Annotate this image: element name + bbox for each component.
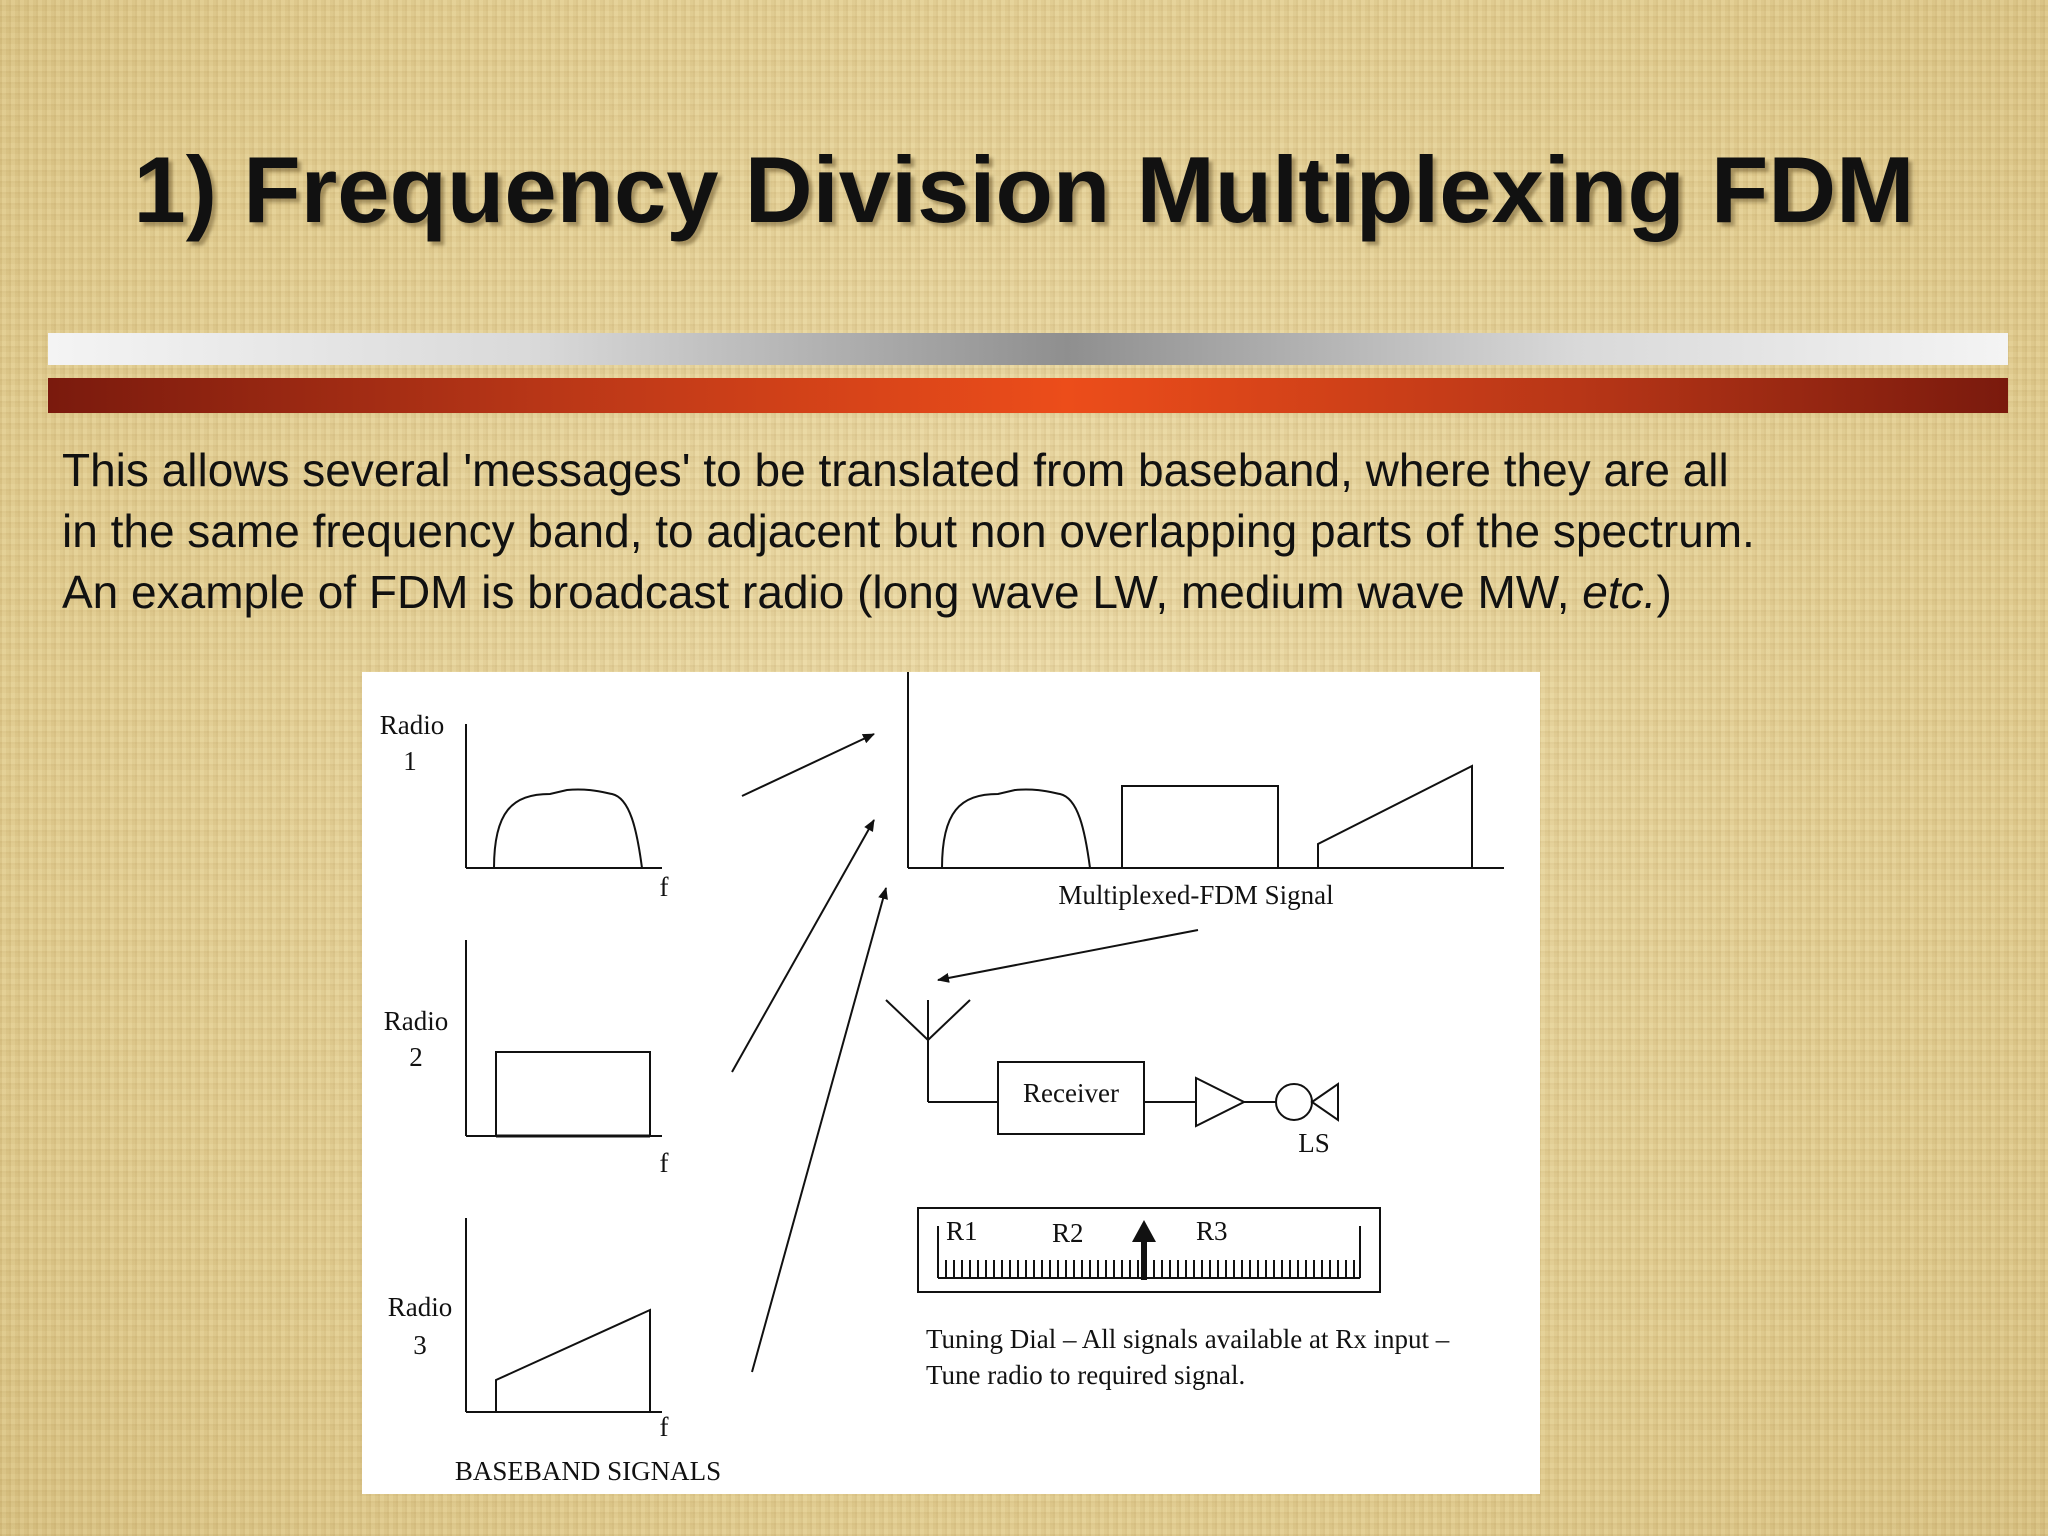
arrow-radio3-to-mux xyxy=(751,887,888,1373)
body-line-1: This allows several 'messages' to be tra… xyxy=(62,444,1729,496)
body-line-3-prefix: An example of FDM is broadcast radio (lo… xyxy=(62,566,1583,618)
dial-label-r2: R2 xyxy=(1052,1218,1084,1248)
arrow-radio2-to-mux xyxy=(731,819,875,1073)
amplifier-icon xyxy=(1195,1076,1247,1128)
receiver-box xyxy=(997,1061,1145,1135)
loudspeaker-label: LS xyxy=(1298,1128,1330,1158)
radio3-spectrum-plot xyxy=(465,1218,662,1413)
body-line-2: in the same frequency band, to adjacent … xyxy=(62,505,1755,557)
radio1-spectrum-plot xyxy=(465,724,662,869)
radio3-freq-label: f xyxy=(660,1412,669,1442)
divider-silver-bar xyxy=(48,333,2008,365)
fdm-diagram: Radio 1 Radio 2 Radio 3 f f f BASEBAND S… xyxy=(362,672,1540,1494)
body-line-3-suffix: ) xyxy=(1656,566,1672,618)
radio2-freq-label: f xyxy=(660,1148,669,1178)
arrow-radio1-to-mux xyxy=(741,733,875,797)
multiplexed-caption: Multiplexed-FDM Signal xyxy=(1058,880,1333,910)
body-line-3-italic: etc. xyxy=(1582,566,1657,618)
antenna-icon xyxy=(885,999,998,1103)
multiplexed-spectrum-plot xyxy=(907,672,1504,869)
receiver-label: Receiver xyxy=(1023,1078,1119,1108)
tuning-dial xyxy=(917,1207,1381,1293)
divider-red-bar xyxy=(48,378,2008,413)
tuning-caption-line2: Tune radio to required signal. xyxy=(926,1360,1245,1390)
radio3-label-line2: 3 xyxy=(413,1330,427,1360)
body-text: This allows several 'messages' to be tra… xyxy=(62,440,2022,623)
radio1-label-line1: Radio xyxy=(380,710,445,740)
radio1-label-line2: 1 xyxy=(403,746,417,776)
radio2-label-line2: 2 xyxy=(409,1042,423,1072)
loudspeaker-icon xyxy=(1275,1082,1339,1122)
radio1-freq-label: f xyxy=(660,872,669,902)
dial-label-r3: R3 xyxy=(1196,1216,1228,1246)
radio3-label-line1: Radio xyxy=(388,1292,453,1322)
baseband-caption: BASEBAND SIGNALS xyxy=(455,1456,721,1486)
arrow-mux-to-antenna xyxy=(937,929,1199,983)
radio2-spectrum-plot xyxy=(465,940,662,1138)
radio2-label-line1: Radio xyxy=(384,1006,449,1036)
slide-title: 1) Frequency Division Multiplexing FDM xyxy=(133,137,1915,242)
body-line-3: An example of FDM is broadcast radio (lo… xyxy=(62,562,2022,623)
dial-pointer-icon xyxy=(1132,1220,1156,1280)
dial-label-r1: R1 xyxy=(946,1216,978,1246)
tuning-caption-line1: Tuning Dial – All signals available at R… xyxy=(926,1324,1450,1354)
